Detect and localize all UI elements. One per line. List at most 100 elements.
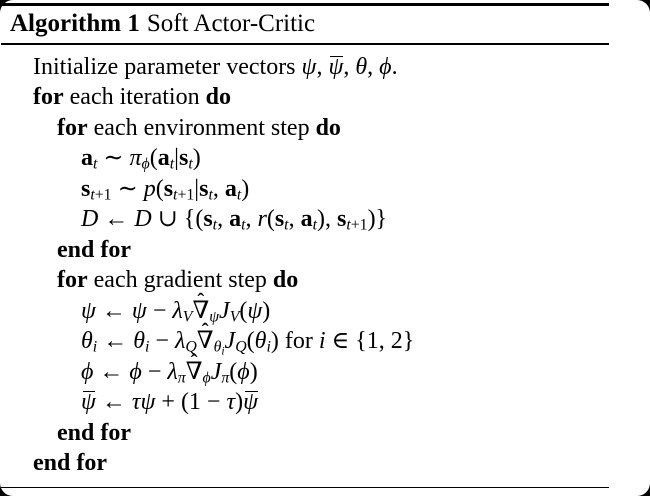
math-token: Q [185,338,197,356]
math-token: r [257,206,267,232]
math-token: t [212,216,218,234]
math-token: t [173,185,178,203]
math-token: do [315,114,341,141]
algorithm-body: Initialize parameter vectors ψ, ψ, θ, ϕ.… [1,45,609,479]
math-token: for [57,267,88,293]
math-token: | [194,175,200,202]
math-token: ← [95,297,132,324]
math-token: , [367,53,380,80]
math-token: , [217,206,230,232]
algorithm-line: D ← D ∪ {(st, at, r(st, at), st+1)} [1,204,609,235]
math-token: D [81,206,99,232]
math-token: − [146,297,173,324]
math-token: t [284,216,289,234]
math-token: J [219,297,230,324]
math-token: ← [93,358,130,385]
math-token: do [205,84,231,110]
math-token: ) [262,297,271,324]
math-token: ) [241,175,250,202]
math-token: | [174,145,179,171]
math-token: , [245,206,258,232]
math-token: , [212,175,225,202]
math-token: , [316,53,329,80]
math-token: ϕ [81,358,94,385]
math-token: t [312,216,317,234]
math-token: s [199,175,209,202]
math-token: ∈ {1, 2} [325,328,415,354]
hat-accent: ˆ [190,350,198,373]
math-token: θ [213,338,222,356]
math-token: ψ [328,53,344,80]
algorithm-line: st+1 ∼ p(st+1|st, at) [1,174,609,205]
math-token: t [188,155,193,173]
math-token: end for [57,419,131,446]
math-token: ) [249,358,258,385]
math-token: ∇ [196,328,214,354]
algorithm-line: Initialize parameter vectors ψ, ψ, θ, ϕ. [1,52,609,83]
math-token: , [343,53,356,80]
algorithm-line: for each environment step do [1,113,609,144]
math-token: t [346,216,351,234]
math-token: τ [131,389,141,415]
math-token: − [149,328,175,354]
math-token: t [208,185,213,203]
math-token: ϕ [202,368,211,386]
hatted-symbol: ∇ˆ [196,321,214,354]
math-token: J [210,358,222,385]
math-token: s [178,145,189,171]
math-token: ψ [209,307,220,325]
top-rule [1,3,609,6]
math-token: for [33,84,64,110]
math-token: ϕ [129,358,142,385]
math-token: θ [133,328,145,354]
math-token: ( [229,358,238,385]
math-token: Q [235,338,247,356]
math-token: ( [239,297,248,324]
math-token: ∼ [111,175,144,202]
hatted-symbol: ∇ˆ [192,290,209,322]
math-token: t [93,155,98,173]
algorithm-line: end for [1,448,609,479]
math-token: s [163,175,174,202]
math-token: ∼ [97,145,130,171]
algorithm-line: at ∼ πϕ(at|st) [1,143,609,174]
math-token: end for [57,236,131,263]
hat-accent: ˆ [201,320,209,343]
math-token: ψ [140,389,156,415]
math-token: i [266,338,271,356]
math-token: ) [192,145,201,171]
algorithm-line: ψ ← τψ + (1 − τ)ψ [1,387,609,418]
algorithm-number-label: Algorithm 1 [10,10,140,37]
math-token: + (1 − [155,389,227,415]
math-token: ( [149,145,158,171]
math-token: π [129,145,142,171]
algorithm-title: Soft Actor-Critic [146,10,316,37]
math-token: i [221,345,225,358]
math-token: Initialize parameter vectors [33,53,302,80]
math-token: ψ [81,297,96,324]
math-token: π [177,368,186,386]
math-token: ψ [301,53,317,80]
math-token: ( [155,175,164,202]
math-token: ← [98,206,135,232]
math-token: for [57,114,88,141]
math-token: ϕ [141,155,150,173]
math-token: J [224,328,236,354]
math-token: τ [226,389,236,415]
math-token: s [274,206,285,232]
math-token: V [182,307,193,325]
math-token: θ [254,328,267,354]
math-token: π [221,368,230,386]
math-token: t [236,185,242,203]
math-token: s [336,206,347,232]
math-token: a [300,206,313,232]
math-token: t [90,185,95,203]
math-token: t [241,216,246,234]
algorithm-line: for each iteration do [1,82,609,113]
math-token: +1 [177,185,195,203]
math-token: ∪ {( [151,206,204,232]
